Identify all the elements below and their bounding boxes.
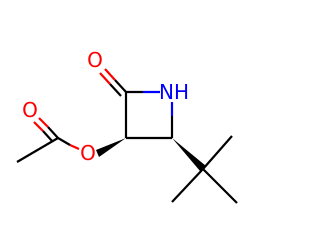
wedge-c4-to-tbutyl	[172, 138, 206, 171]
bond-tbutyl-to-methyl-up	[202, 135, 233, 170]
bond-c2-to-carbonyl-o	[114, 79, 127, 93]
bond-carbonyl-o-double	[99, 72, 111, 85]
ester-oxygen-label: O	[80, 141, 96, 165]
bond-acyl-o	[38, 117, 49, 128]
bond-acyl-c-to-o-double	[42, 130, 53, 142]
bond-tbutyl-to-methyl-down	[171, 168, 204, 203]
bond-c2-to-carbonyl-o-double	[109, 83, 122, 97]
bond-acyl-o-double	[33, 121, 44, 132]
structure-diagram: O NH O O	[16, 48, 238, 204]
bond-acyl-c-to-methyl	[16, 137, 59, 163]
carbonyl-oxygen-label: O	[87, 48, 103, 72]
bond-ester-o-to-acyl-c	[57, 137, 71, 146]
ring-nitrogen-label: NH	[159, 80, 189, 104]
ester-carbonyl-oxygen-label: O	[22, 98, 38, 122]
wedge-c3-to-ester-o	[96, 138, 126, 157]
bond-ester-o-to-acyl-c-o	[69, 143, 80, 151]
bond-acyl-c-to-o	[47, 126, 59, 139]
bond-carbonyl-o	[104, 68, 116, 81]
bond-tbutyl-to-methyl-right	[202, 168, 238, 204]
